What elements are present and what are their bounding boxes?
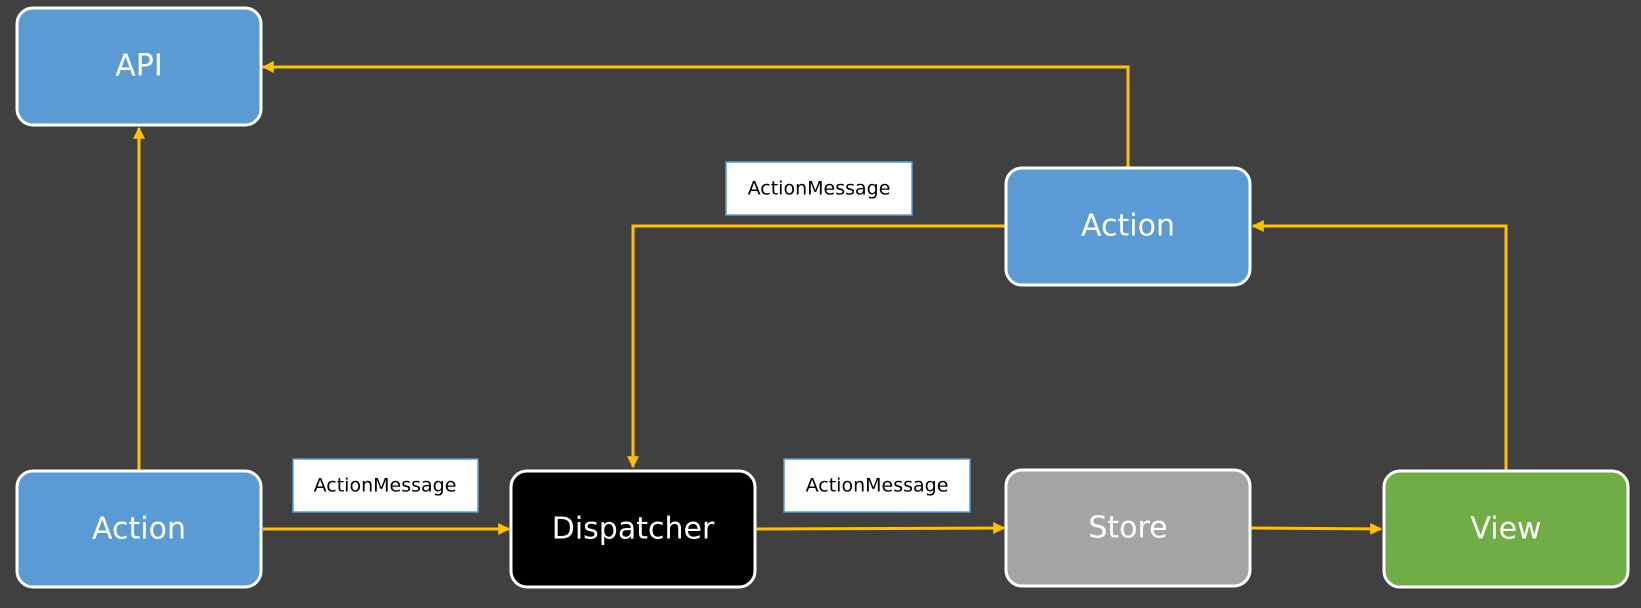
node-action-top: Action	[1004, 166, 1252, 287]
node-action-bottom-label: Action	[92, 512, 186, 547]
edge-view-to-action-top	[1251, 220, 1508, 470]
edge-store-to-view	[1250, 522, 1383, 535]
node-store: Store	[1004, 468, 1252, 588]
node-store-label: Store	[1088, 511, 1167, 546]
edge-action-top-to-dispatcher	[627, 224, 1006, 469]
edge-label-mid: ActionMessage	[783, 458, 971, 513]
node-action-top-label: Action	[1081, 209, 1175, 244]
node-api-label: API	[115, 49, 162, 84]
node-api: API	[15, 6, 263, 127]
edge-label-top: ActionMessage	[725, 161, 913, 216]
edge-dispatcher-to-store	[755, 522, 1006, 535]
node-view-label: View	[1470, 512, 1541, 547]
node-view: View	[1382, 469, 1630, 589]
edge-label-left-text: ActionMessage	[314, 475, 457, 497]
node-dispatcher-label: Dispatcher	[552, 512, 715, 547]
node-dispatcher: Dispatcher	[509, 469, 757, 589]
edge-label-left: ActionMessage	[292, 458, 479, 513]
node-action-bottom: Action	[15, 469, 263, 589]
edge-label-top-text: ActionMessage	[748, 178, 891, 200]
edge-action-top-to-api	[261, 61, 1130, 167]
edges	[133, 61, 1508, 535]
edge-label-mid-text: ActionMessage	[806, 475, 949, 497]
